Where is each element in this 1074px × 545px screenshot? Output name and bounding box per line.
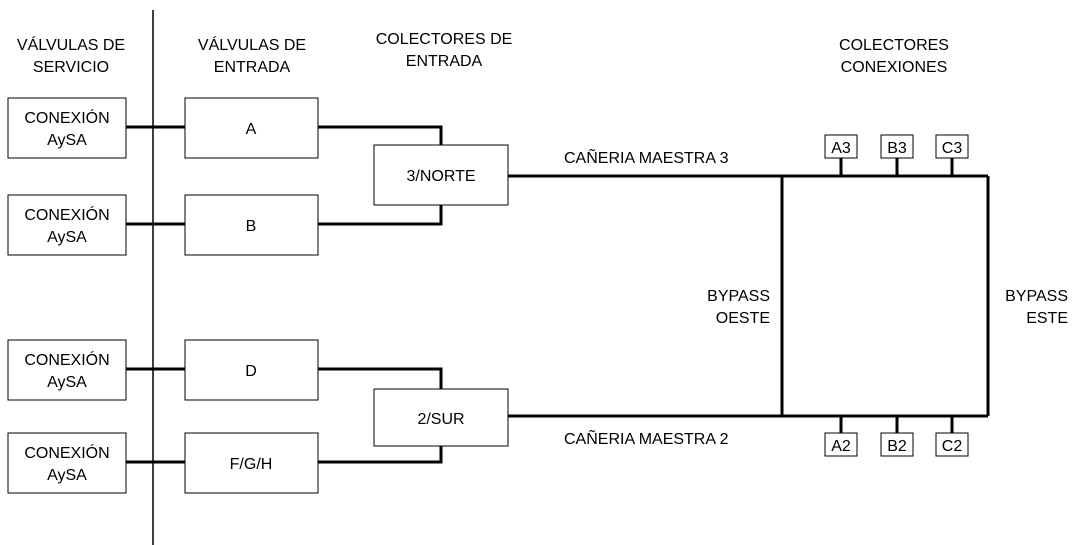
connection-c2: C2 [935, 432, 969, 457]
connection-c3: C3 [935, 134, 969, 159]
service-valve-4: CONEXIÓN AySA [7, 432, 127, 494]
service-valve-4-line2: AySA [47, 467, 87, 484]
inlet-valve-a: A [184, 97, 319, 159]
header-entrada-line1: VÁLVULAS DE [198, 35, 306, 54]
bypass-oeste-line2: OESTE [716, 310, 770, 327]
service-valve-2-line2: AySA [47, 229, 87, 246]
pipe-d-sur [318, 367, 443, 389]
bypass-este-line2: ESTE [1026, 310, 1068, 327]
header-colectores-conexiones-line1: COLECTORES [839, 37, 949, 54]
service-valve-1-line2: AySA [47, 132, 87, 149]
collector-sur-label: 2/SUR [417, 411, 464, 428]
service-valve-3-line2: AySA [47, 374, 87, 391]
header-entrada-line2: ENTRADA [214, 59, 291, 76]
connection-b2-label: B2 [887, 438, 907, 455]
collector-norte-label: 3/NORTE [406, 168, 475, 185]
pipe-b-norte [318, 205, 443, 226]
service-valve-1-line1: CONEXIÓN [24, 108, 109, 127]
inlet-valve-d: D [184, 339, 319, 401]
inlet-valve-a-label: A [246, 121, 257, 138]
connection-c2-label: C2 [942, 438, 963, 455]
service-valve-3-line1: CONEXIÓN [24, 350, 109, 369]
connection-a2-label: A2 [831, 438, 851, 455]
collector-norte: 3/NORTE [373, 144, 509, 206]
inlet-valve-d-label: D [245, 363, 257, 380]
header-colectores-entrada-line2: ENTRADA [406, 53, 483, 70]
service-valve-4-line1: CONEXIÓN [24, 443, 109, 462]
connection-b3-label: B3 [887, 140, 907, 157]
service-valve-2: CONEXIÓN AySA [7, 194, 127, 256]
header-servicio-line1: VÁLVULAS DE [17, 35, 125, 54]
pipe-fgh-sur [318, 446, 443, 464]
service-valve-1: CONEXIÓN AySA [7, 97, 127, 159]
header-servicio-line2: SERVICIO [33, 59, 109, 76]
inlet-valve-fgh-label: F/G/H [230, 456, 273, 473]
connection-b3: B3 [880, 134, 914, 159]
bypass-este-line1: BYPASS [1005, 288, 1068, 305]
main-pipe-3-label: CAÑERIA MAESTRA 3 [564, 147, 729, 167]
connection-a3: A3 [824, 134, 858, 159]
connection-a3-label: A3 [831, 140, 851, 157]
collector-sur: 2/SUR [373, 388, 509, 447]
inlet-valve-b-label: B [246, 218, 257, 235]
connection-a2: A2 [824, 432, 858, 457]
bypass-oeste-line1: BYPASS [707, 288, 770, 305]
main-pipe-2-label: CAÑERIA MAESTRA 2 [564, 428, 729, 448]
inlet-valve-b: B [184, 194, 319, 256]
pipe-a-norte [318, 125, 443, 145]
connection-c3-label: C3 [942, 140, 963, 157]
connection-b2: B2 [880, 432, 914, 457]
inlet-valve-fgh: F/G/H [184, 432, 319, 494]
service-valve-2-line1: CONEXIÓN [24, 205, 109, 224]
service-valve-3: CONEXIÓN AySA [7, 339, 127, 401]
header-colectores-entrada-line1: COLECTORES DE [376, 31, 513, 48]
header-colectores-conexiones-line2: CONEXIONES [841, 59, 948, 76]
